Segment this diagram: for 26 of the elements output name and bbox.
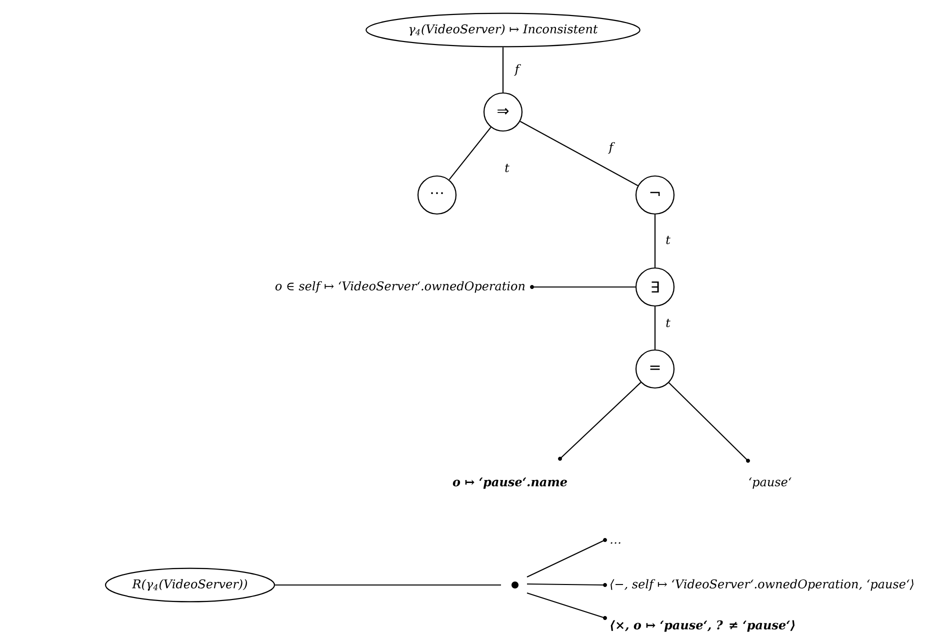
connector	[526, 540, 606, 578]
connector	[448, 126, 492, 180]
edge-label: f	[608, 142, 615, 154]
connector	[668, 382, 748, 462]
connector	[532, 286, 636, 288]
node-label: o ↦ ‘pause‘.name	[452, 477, 567, 489]
node-label: ⟨×, o ↦ ‘pause‘, ? ≠ ‘pause‘⟩	[610, 620, 795, 632]
ellipse-node: γ$_{4}$(VideoServer) ↦ Inconsistent	[366, 12, 640, 48]
connector	[275, 584, 501, 586]
node-label: ⟨−, self ↦ ‘VideoServer‘.ownedOperation, ‘pause‘⟩	[610, 579, 914, 591]
connector	[654, 306, 656, 350]
edge-label: t	[505, 164, 510, 172]
edge-label: f	[514, 64, 521, 76]
node-label: …	[610, 542, 620, 544]
connector	[560, 382, 642, 460]
node-label: ‘pause‘	[749, 477, 792, 489]
connector	[502, 47, 504, 92]
ellipse-node: R(γ$_{4}$(VideoServer))	[104, 568, 276, 602]
connector	[520, 120, 638, 186]
node-label: o ∈ self ↦ ‘VideoServer‘.ownedOperation	[275, 281, 525, 293]
edge-label: t	[666, 318, 670, 328]
junction-dot	[512, 582, 518, 588]
connector	[654, 214, 656, 268]
connector	[527, 583, 606, 586]
edge-label: t	[666, 236, 670, 244]
connector	[526, 592, 606, 619]
